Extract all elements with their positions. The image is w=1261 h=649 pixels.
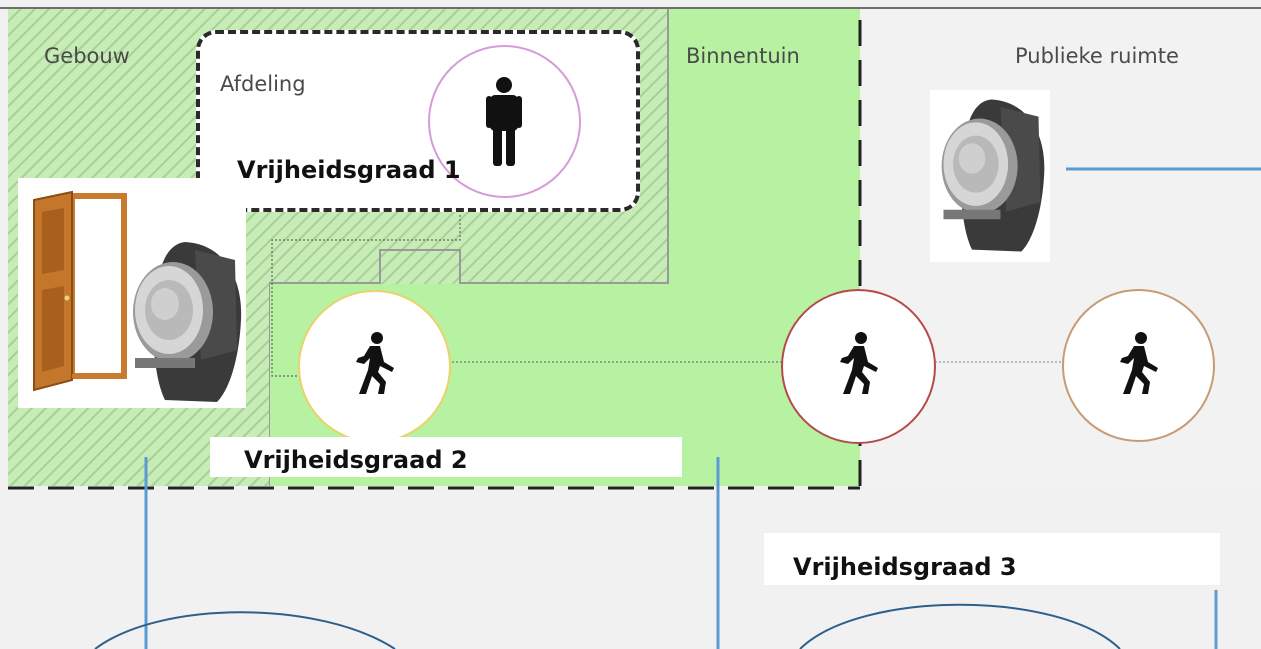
bottom-arc-right	[799, 603, 1121, 649]
level-2-box	[210, 437, 682, 477]
level-1-label: Vrijheidsgraad 1	[237, 156, 461, 184]
department-connector	[271, 215, 461, 377]
wristband-alarm-icon	[941, 99, 1045, 252]
zone-label-department: Afdeling	[220, 72, 306, 96]
zone-label-public-space: Publieke ruimte	[1015, 44, 1179, 68]
level-2-label: Vrijheidsgraad 2	[244, 446, 468, 474]
bottom-arc-left	[94, 611, 396, 649]
level-3-label: Vrijheidsgraad 3	[793, 553, 1017, 581]
walking-person-icon	[356, 332, 394, 394]
building-border	[269, 8, 669, 486]
walking-person-icon	[840, 332, 878, 394]
zone-label-courtyard: Binnentuin	[686, 44, 800, 68]
zone-label-building: Gebouw	[44, 44, 130, 68]
wristband-alarm-icon	[133, 242, 242, 402]
level-3-box	[764, 533, 1220, 585]
person-icon	[486, 77, 522, 166]
public-zone	[862, 8, 1261, 486]
department-person-circle	[428, 45, 581, 198]
walking-person-icon	[1120, 332, 1158, 394]
door-icon	[33, 190, 127, 392]
